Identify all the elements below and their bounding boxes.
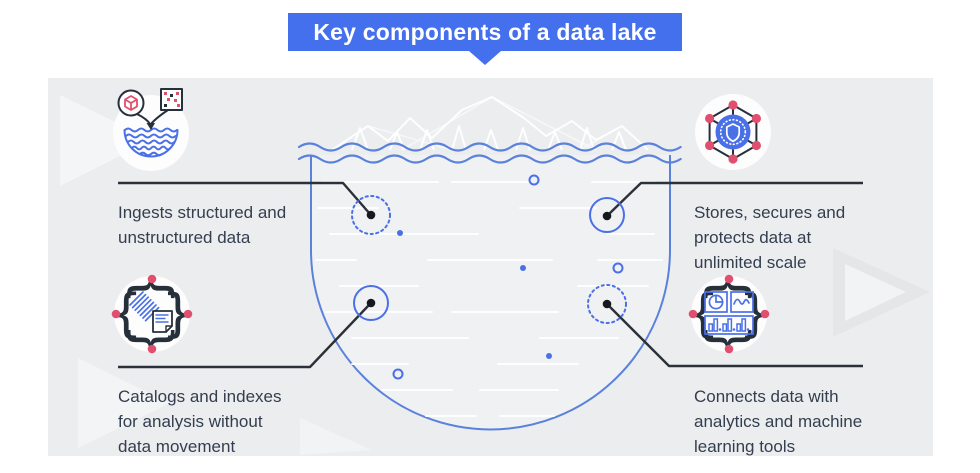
catalog-documents-icon: { } { }: [109, 271, 194, 356]
callout-dot: [602, 299, 612, 309]
network-nodes: [705, 100, 761, 164]
secure-network-shield-icon: [695, 94, 771, 170]
structured-data-cube: [117, 89, 145, 117]
document-icon: [152, 310, 173, 333]
mountains: [331, 96, 649, 151]
callout-dot: [366, 298, 376, 308]
connector-bottom-left: [118, 285, 389, 369]
analytics-charts-icon: { } { }: [686, 271, 771, 356]
feature-label-connect: Connects data with analytics and machine…: [694, 387, 863, 456]
feature-label-store: Stores, secures and protects data at unl…: [694, 203, 846, 272]
water-wave-bottom: [297, 154, 682, 164]
title-banner: Key components of a data lake: [288, 13, 682, 65]
floating-particles: [392, 174, 624, 380]
connector-top-left: [118, 181, 391, 235]
ingest-data-icon: [113, 88, 189, 171]
unstructured-data-square: [160, 88, 183, 111]
diagram-panel: [48, 78, 933, 456]
water-wave-top: [297, 142, 682, 152]
callout-dot: [366, 210, 376, 220]
wave-chart-panel: [730, 291, 754, 313]
lake-outline: [310, 155, 671, 431]
brace-frame: { } { }: [109, 271, 194, 356]
feature-label-catalog: Catalogs and indexes for analysis withou…: [118, 387, 282, 456]
frame-nodes: [111, 274, 193, 354]
frame-nodes: [688, 274, 770, 354]
feature-label-ingest: Ingests structured and unstructured data: [118, 203, 287, 247]
callout-dot: [602, 211, 612, 221]
connector-top-right: [589, 181, 863, 233]
ingest-arrow: [136, 109, 169, 130]
shield-icon: [725, 123, 741, 143]
document-stack: [129, 291, 160, 322]
pie-chart-panel: [704, 291, 728, 313]
bar-chart-panel: [704, 315, 754, 335]
lake-shape: [297, 142, 682, 431]
connector-bottom-right: [587, 284, 863, 368]
title-text: Key components of a data lake: [313, 19, 657, 45]
